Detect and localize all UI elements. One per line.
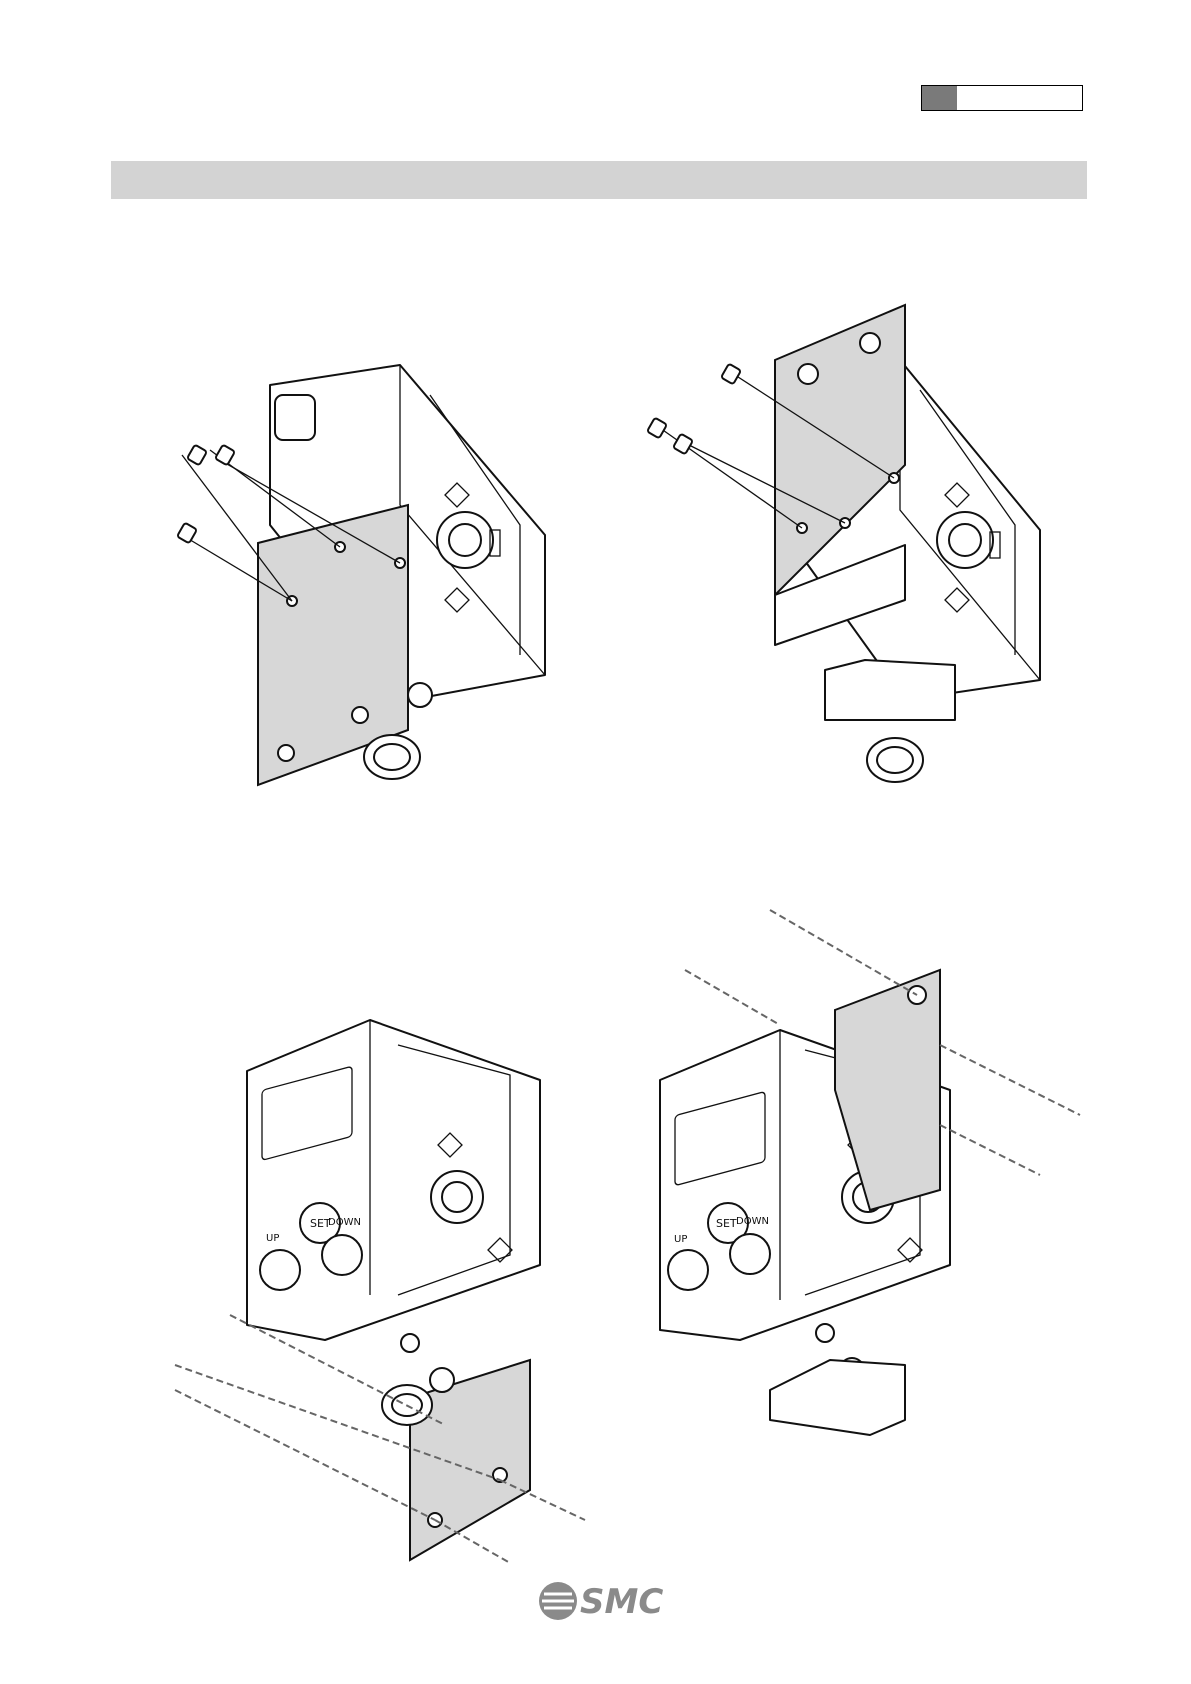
smc-logo: SMC: [536, 1576, 666, 1626]
set-button-label: SET: [716, 1217, 737, 1230]
section-heading-band: [111, 161, 1087, 199]
figure-bracket-rear-assembly-2: [640, 300, 1060, 795]
down-button-label: DOWN: [736, 1216, 769, 1227]
up-button-label: UP: [266, 1233, 279, 1244]
logo-text: SMC: [580, 1582, 663, 1622]
figure-bracket-mounted-bottom: SET UP DOWN: [170, 1005, 590, 1570]
up-button-label: UP: [674, 1234, 687, 1245]
down-button-label: DOWN: [328, 1217, 361, 1228]
figure-bracket-rear-assembly-1: [170, 355, 560, 795]
section-tab-indicator: [921, 85, 1083, 111]
figure-bracket-mounted-side: SET UP DOWN: [640, 890, 1090, 1490]
section-tab-fill: [922, 86, 957, 110]
